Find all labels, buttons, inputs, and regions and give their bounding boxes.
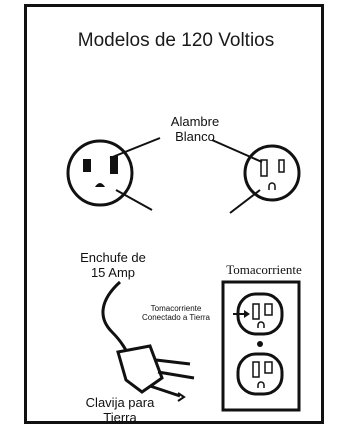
- diagram-title: Modelos de 120 Voltios: [77, 30, 275, 51]
- plug-with-cord-icon: [101, 280, 195, 402]
- white-wire-leader-lines: [109, 137, 263, 214]
- plug-label-line1: Enchufe de: [80, 250, 146, 265]
- receptacle-label: Tomacorriente: [226, 262, 302, 277]
- ground-pin-label-line1: Clavija para: [85, 395, 155, 410]
- white-wire-label-line1: Alambre: [170, 114, 220, 129]
- white-wire-label-line2: Blanco: [175, 129, 215, 144]
- ground-pin-label: Clavija para Tierra: [70, 395, 170, 425]
- receptacle-face-icon: [243, 144, 301, 202]
- wall-receptacle-icon: [221, 280, 301, 412]
- grounded-receptacle-label: Tomacorriente Conectado a Tierra: [118, 304, 234, 322]
- grounded-receptacle-label-line2: Conectado a Tierra: [141, 313, 211, 322]
- plug-label: Enchufe de 15 Amp: [68, 250, 158, 280]
- plug-label-line2: 15 Amp: [90, 265, 136, 280]
- plug-face-icon: [66, 139, 134, 207]
- ground-pin-label-line2: Tierra: [103, 410, 137, 425]
- grounded-receptacle-label-line1: Tomacorriente: [150, 304, 202, 313]
- white-wire-label: Alambre Blanco: [150, 114, 240, 144]
